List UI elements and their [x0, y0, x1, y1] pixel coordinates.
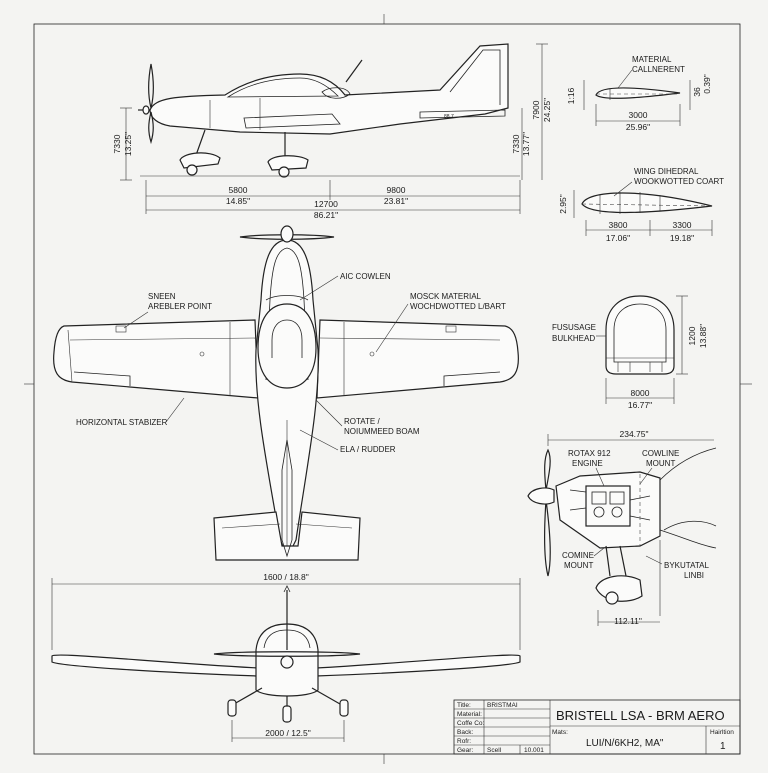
tb-mats: Mats: — [552, 729, 568, 736]
bykutal-label-2: LINBI — [684, 571, 704, 580]
side-dim-h3-in: 24.25" — [542, 98, 552, 122]
front-track-dim: 2000 / 12.5" — [265, 728, 311, 738]
tb-revision-value: 1 — [720, 741, 726, 752]
wing-airfoil-w2: 3300 — [673, 220, 692, 230]
airfoil-top-left-dim: 1:16 — [566, 87, 576, 104]
airfoil-top-label-2: CALLNERENT — [632, 65, 685, 74]
callout-rudder: ELA / RUDDER — [340, 445, 396, 454]
airfoil-section-wing: WING DIHEDRAL WOOKWOTTED COART 2.95" 380… — [558, 167, 724, 243]
tb-row-value: Scell — [487, 747, 502, 754]
side-dim-h2: 7330 — [511, 134, 521, 153]
wing-airfoil-height: 2.95" — [558, 194, 568, 214]
wing-airfoil-w2-in: 19.18" — [670, 233, 694, 243]
bulkhead-label-2: BULKHEAD — [552, 334, 595, 343]
airfoil-top-width-in: 25.96" — [626, 122, 650, 132]
callout-cowlen: AIC COWLEN — [340, 272, 391, 281]
side-dim-w1: 5800 — [229, 185, 248, 195]
callout-mosck-2: WOCHDWOTTED L/BART — [410, 302, 506, 311]
cowline-label-2: MOUNT — [646, 459, 675, 468]
title-block-rows: Title: BRISTMAI Material: Coffe Co: Back: Rof… — [457, 702, 518, 754]
wing-airfoil-w1: 3800 — [609, 220, 628, 230]
engine-gear-dim: 112.11" — [614, 616, 642, 626]
bulkhead-width-in: 16.77" — [628, 400, 652, 410]
side-dim-total-in: 86.21" — [314, 210, 338, 220]
callout-stab: HORIZONTAL STABIZER — [76, 418, 168, 427]
side-dim-h3: 7900 — [531, 100, 541, 119]
bulkhead-height-in: 13.88" — [698, 324, 708, 348]
side-dim-h1: 7330 — [112, 134, 122, 153]
engine-detail: 234.75" 112.11" ROTAX 912 ENGINE COWLINE… — [527, 429, 717, 626]
side-dim-h2-in: 13.77" — [521, 132, 531, 156]
tb-row-label: Title: — [457, 702, 471, 709]
callout-sheen-1: SNEEN — [148, 292, 176, 301]
rotax-label-2: ENGINE — [572, 459, 603, 468]
wing-airfoil-w1-in: 17.06" — [606, 233, 630, 243]
title-block: Title: BRISTMAI Material: Coffe Co: Back: Rof… — [453, 699, 741, 755]
tb-row-value: BRISTMAI — [487, 702, 518, 709]
comine-label-1: COMINE — [562, 551, 594, 560]
engine-dim-top: 234.75" — [619, 429, 648, 439]
callout-rotate-2: NOIUMMEED BOAM — [344, 427, 420, 436]
callout-sheen-2: AREBLER POINT — [148, 302, 212, 311]
tb-row-label: Coffe Co: — [457, 720, 485, 727]
tb-revision-label: Hairltion — [710, 729, 734, 736]
callout-mosck-1: MOSCK MATERIAL — [410, 292, 482, 301]
fuselage-bulkhead: FUSUSAGE BULKHEAD 1200 13.88" 8000 16.77… — [552, 295, 708, 410]
wing-airfoil-label-2: WOOKWOTTED COART — [634, 177, 724, 186]
svg-text:88 7: 88 7 — [444, 114, 454, 120]
cowline-label-1: COWLINE — [642, 449, 679, 458]
top-view: SNEEN AREBLER POINT AIC COWLEN MOSCK MAT… — [53, 225, 519, 561]
tb-subtitle: LUI/N/6KH2, MA" — [586, 738, 664, 749]
tb-scale-value: 10.001 — [524, 747, 544, 754]
bykutal-label-1: BYKUTATAL — [664, 561, 709, 570]
callout-rotate-1: ROTATE / — [344, 417, 380, 426]
front-view: 1600 / 18.8" 2000 / 12.5" — [51, 572, 521, 742]
side-dim-h1-in: 13.25" — [123, 132, 133, 156]
sheet-border — [24, 14, 752, 764]
front-span-dim: 1600 / 18.8" — [263, 572, 309, 582]
bulkhead-width: 8000 — [631, 388, 650, 398]
tb-row-label: Back: — [457, 729, 473, 736]
side-dim-w1-in: 14.85" — [226, 196, 250, 206]
comine-label-2: MOUNT — [564, 561, 593, 570]
tb-row-label: Gear: — [457, 747, 473, 754]
wing-airfoil-label-1: WING DIHEDRAL — [634, 167, 699, 176]
airfoil-top-right-dim-in: 0.39" — [702, 74, 712, 94]
tb-row-label: Rofr: — [457, 738, 471, 745]
tb-title: BRISTELL LSA - BRM AERO — [556, 708, 725, 723]
bulkhead-label-1: FUSUSAGE — [552, 323, 596, 332]
airfoil-top-width: 3000 — [629, 110, 648, 120]
bulkhead-height: 1200 — [687, 326, 697, 345]
side-dim-total: 12700 — [314, 199, 338, 209]
rotax-label-1: ROTAX 912 — [568, 449, 611, 458]
tb-row-label: Material: — [457, 711, 482, 718]
airfoil-top-right-dim: 36 — [692, 87, 702, 97]
airfoil-section-top: MATERIAL CALLNERENT 1:16 36 0.39" 3000 2… — [566, 55, 712, 132]
side-view: 88 7 7330 13.25" 7330 13.77" 7900 24.25"… — [112, 43, 552, 220]
side-dim-w2: 9800 — [387, 185, 406, 195]
side-dim-w2-in: 23.81" — [384, 196, 408, 206]
airfoil-top-label-1: MATERIAL — [632, 55, 672, 64]
